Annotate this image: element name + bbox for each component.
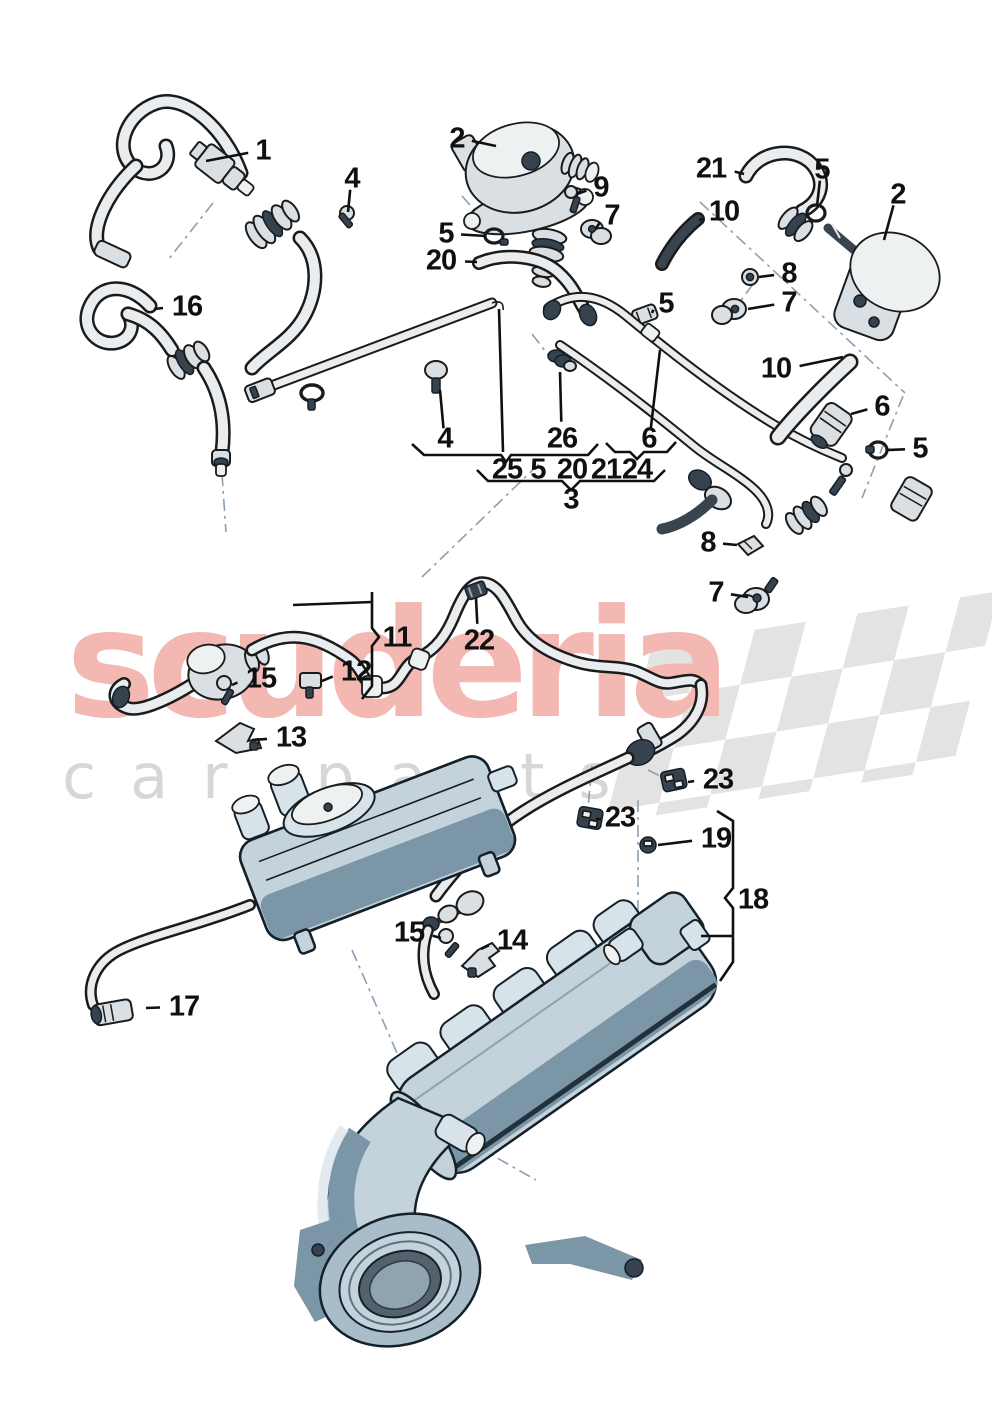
callout-braces [292,308,735,982]
callout-16: 16 [171,290,203,323]
callout-22: 22 [463,624,495,657]
callout-7: 7 [604,199,620,232]
callout-23: 23 [702,763,734,796]
clip-23-right [659,767,688,793]
quick-connector [189,141,255,197]
fuel-pump-right [823,223,941,342]
nut-19 [639,836,657,854]
callout-6: 6 [641,422,657,455]
bracket-14 [460,941,501,979]
clamp-7-right [711,298,747,325]
callout-5: 5 [438,217,454,250]
callout-26: 26 [546,422,578,455]
callout-1: 1 [255,134,271,167]
vent-hose-with-loop [89,94,255,269]
valve-6 [809,402,853,449]
pump-outlet [560,151,600,183]
hose-21 [738,145,828,243]
check-valve-hose [244,199,325,411]
throttle-body [294,1212,644,1348]
callout-8: 8 [781,257,797,290]
clip-22 [464,580,488,601]
checkered-flag [604,590,992,824]
callout-24: 24 [621,453,653,486]
callout-14: 14 [496,924,528,957]
callout-2: 2 [890,178,906,211]
dark-elbow-10 [655,212,705,271]
straight-pipe [244,297,577,404]
callout-20: 20 [425,244,457,277]
callout-21: 21 [695,152,727,185]
callout-15: 15 [393,916,425,949]
breather-box [231,755,518,955]
pcv-valve [417,890,485,1000]
callout-12: 12 [340,655,372,688]
callout-15: 15 [245,662,277,695]
callout-21: 21 [590,453,622,486]
callout-4: 4 [437,422,453,455]
nut-8-right [741,268,759,286]
callout-4: 4 [344,162,360,195]
vent-hose-16 [79,281,231,477]
fuel-rail-pipes [542,291,933,535]
intake-manifold [294,891,718,1348]
callout-5: 5 [658,287,674,320]
hose-17 [84,899,256,1027]
bolt-4 [338,205,355,229]
callout-17: 17 [168,990,200,1023]
clamp-5-right [865,440,889,460]
callout-20: 20 [556,453,588,486]
callout-6: 6 [874,390,890,423]
screw-9 [564,185,581,214]
callout-25: 25 [491,453,523,486]
callout-18: 18 [737,883,769,916]
callout-19: 19 [700,822,732,855]
vacuum-tube [245,576,709,903]
callout-9: 9 [593,171,609,204]
callout-3: 3 [563,483,579,516]
leader-lines [145,139,906,1010]
callout-5: 5 [912,432,928,465]
callout-7: 7 [708,576,724,609]
clip-8-mid [736,534,765,557]
hose-10 [769,353,859,446]
screw-15-bottom [438,928,460,958]
callout-10: 10 [760,352,792,385]
clip-23-left [576,805,604,831]
clamp-7-mid [734,577,779,614]
callout-13: 13 [275,721,307,754]
callout-5: 5 [530,453,546,486]
callout-11: 11 [382,621,413,654]
callout-23: 23 [604,801,636,834]
callout-10: 10 [708,195,740,228]
screw-15-mid [216,675,235,706]
callout-5: 5 [814,153,830,186]
clip-12 [299,672,322,699]
callout-7: 7 [781,286,797,319]
callout-2: 2 [449,122,465,155]
callout-8: 8 [700,526,716,559]
